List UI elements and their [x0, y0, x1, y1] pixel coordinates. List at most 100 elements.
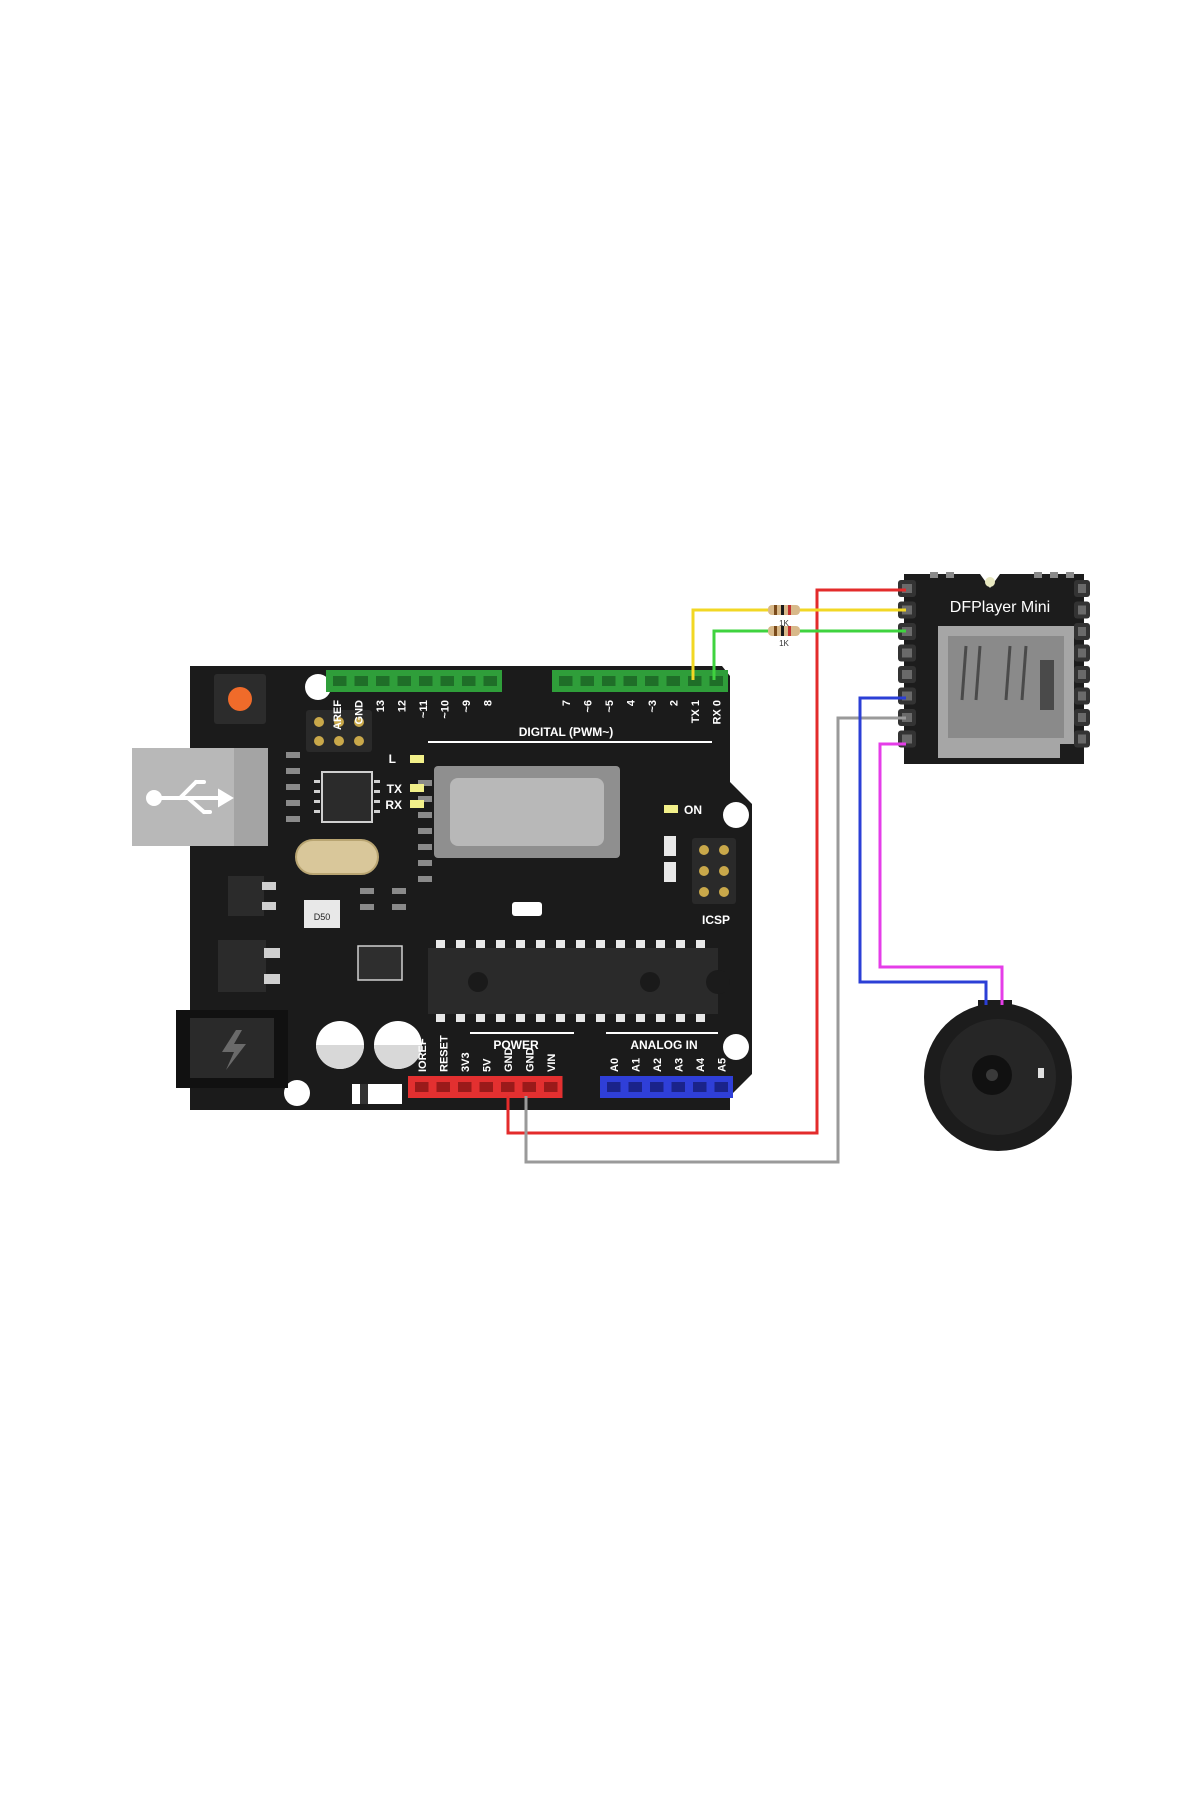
pin-label: A3 — [674, 1058, 686, 1072]
pin-label: GND — [354, 700, 366, 725]
small-chip — [304, 900, 340, 928]
wire-spk2-magenta — [878, 742, 1004, 1005]
reset-button[interactable] — [228, 687, 252, 711]
regulator — [218, 940, 266, 992]
pin-label: ~11 — [418, 700, 430, 718]
header-pin[interactable] — [645, 676, 659, 686]
pin-label: A5 — [717, 1058, 729, 1072]
crystal — [295, 839, 379, 875]
pin-label: RESET — [439, 1035, 451, 1072]
on-label: ON — [684, 803, 702, 817]
header-pin[interactable] — [376, 676, 390, 686]
header-pin[interactable] — [483, 676, 498, 686]
mounting-hole — [284, 1080, 310, 1106]
pin-label: ~10 — [440, 700, 452, 719]
header-pin[interactable] — [479, 1082, 494, 1092]
power-jack — [176, 1010, 288, 1088]
pin-label: GND — [503, 1048, 515, 1073]
pin-label: A2 — [652, 1058, 664, 1072]
lightning-icon — [222, 1030, 246, 1070]
mounting-hole — [723, 802, 749, 828]
header-pin[interactable] — [671, 1082, 686, 1092]
power-label: POWER — [493, 1038, 539, 1052]
icsp-label: ICSP — [702, 913, 730, 927]
led-tx — [410, 784, 424, 792]
usb-icon — [146, 780, 234, 814]
analog-label: ANALOG IN — [630, 1038, 697, 1052]
header-pin[interactable] — [462, 676, 476, 686]
pin-label: IOREF — [417, 1038, 429, 1072]
icsp-header: ICSP — [692, 838, 736, 927]
pin-label: 3V3 — [460, 1052, 472, 1072]
pin-label: 8 — [483, 700, 495, 706]
led-label-tx: TX — [387, 782, 402, 796]
header-pin[interactable] — [559, 676, 573, 686]
pin-label: A4 — [695, 1057, 707, 1072]
dfplayer-module: DFPlayer Mini — [898, 572, 1090, 764]
header-pin[interactable] — [333, 676, 347, 686]
power-header — [408, 1076, 563, 1098]
wire-tx-yellow — [691, 608, 768, 680]
mounting-hole — [723, 1034, 749, 1060]
pin-label: ~3 — [647, 700, 659, 713]
header-pin[interactable] — [602, 676, 616, 686]
header-pin[interactable] — [436, 1082, 451, 1092]
module-right-pins — [1074, 580, 1090, 748]
digital-header — [326, 670, 728, 692]
pin-label: TX 1 — [690, 700, 702, 723]
led-on — [664, 805, 678, 813]
header-pin[interactable] — [354, 676, 369, 686]
pin-label: A0 — [609, 1058, 621, 1072]
header-pin[interactable] — [580, 676, 595, 686]
header-pin[interactable] — [628, 1082, 643, 1092]
microcontroller — [428, 940, 730, 1022]
header-pin[interactable] — [666, 676, 681, 686]
header-pin[interactable] — [623, 676, 638, 686]
pin-label: ~6 — [583, 700, 595, 713]
pin-label: AREF — [332, 700, 344, 730]
arduino-board: D50 L TX RX — [132, 666, 752, 1110]
pin-label: 13 — [375, 700, 387, 712]
eeprom-chip — [357, 945, 403, 981]
led-l — [410, 755, 424, 763]
speaker — [924, 1000, 1072, 1151]
header-pin[interactable] — [714, 1082, 729, 1092]
header-pin[interactable] — [650, 1082, 664, 1092]
analog-header — [600, 1076, 733, 1098]
wire-rx-green — [712, 629, 768, 680]
pin-label: 2 — [669, 700, 681, 706]
module-left-pins — [898, 580, 916, 748]
led-label-l: L — [389, 752, 396, 766]
header-pin[interactable] — [501, 1082, 515, 1092]
header-pin[interactable] — [419, 676, 433, 686]
mounting-hole — [305, 674, 331, 700]
header-pin[interactable] — [709, 676, 724, 686]
wire-spk1-blue — [858, 696, 988, 1005]
header-pin[interactable] — [458, 1082, 472, 1092]
pin-label: VIN — [546, 1054, 558, 1072]
header-pin[interactable] — [397, 676, 412, 686]
digital-header-label: DIGITAL (PWM~) — [519, 725, 614, 739]
header-pin[interactable] — [440, 676, 455, 686]
header-pin[interactable] — [522, 1082, 537, 1092]
header-pin[interactable] — [688, 676, 702, 686]
wires — [506, 588, 1004, 1164]
pin-label: ~5 — [604, 700, 616, 713]
wire-vcc-red — [506, 588, 906, 1135]
led-label-rx: RX — [385, 798, 402, 812]
small-header — [306, 710, 372, 752]
pin-label: GND — [525, 1048, 537, 1073]
diode — [352, 1084, 402, 1104]
resistor-bottom: 1K — [768, 626, 800, 648]
header-pin[interactable] — [544, 1082, 558, 1092]
resistor-bottom-label: 1K — [779, 639, 789, 648]
header-pin[interactable] — [693, 1082, 707, 1092]
header-pin[interactable] — [415, 1082, 429, 1092]
pin-label: RX 0 — [712, 700, 724, 724]
header-pin[interactable] — [607, 1082, 621, 1092]
chip-marking: D50 — [314, 912, 331, 922]
